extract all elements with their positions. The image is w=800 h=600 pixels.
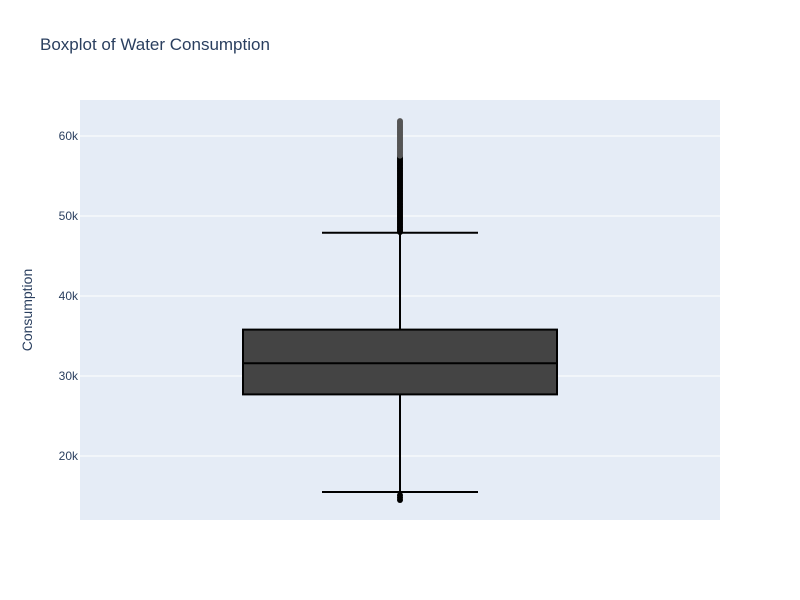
box-marks [242,118,558,503]
outlier-point [397,118,403,125]
y-axis-ticks: 20k 30k 40k 50k 60k [59,129,79,463]
outlier-point [397,492,403,499]
y-tick-label: 30k [59,369,79,383]
iqr-box [242,328,558,396]
y-tick-label: 60k [59,129,79,143]
chart-title: Boxplot of Water Consumption [40,35,270,54]
y-axis-label: Consumption [19,269,35,352]
y-tick-label: 40k [59,289,79,303]
y-tick-label: 20k [59,449,79,463]
y-tick-label: 50k [59,209,79,223]
